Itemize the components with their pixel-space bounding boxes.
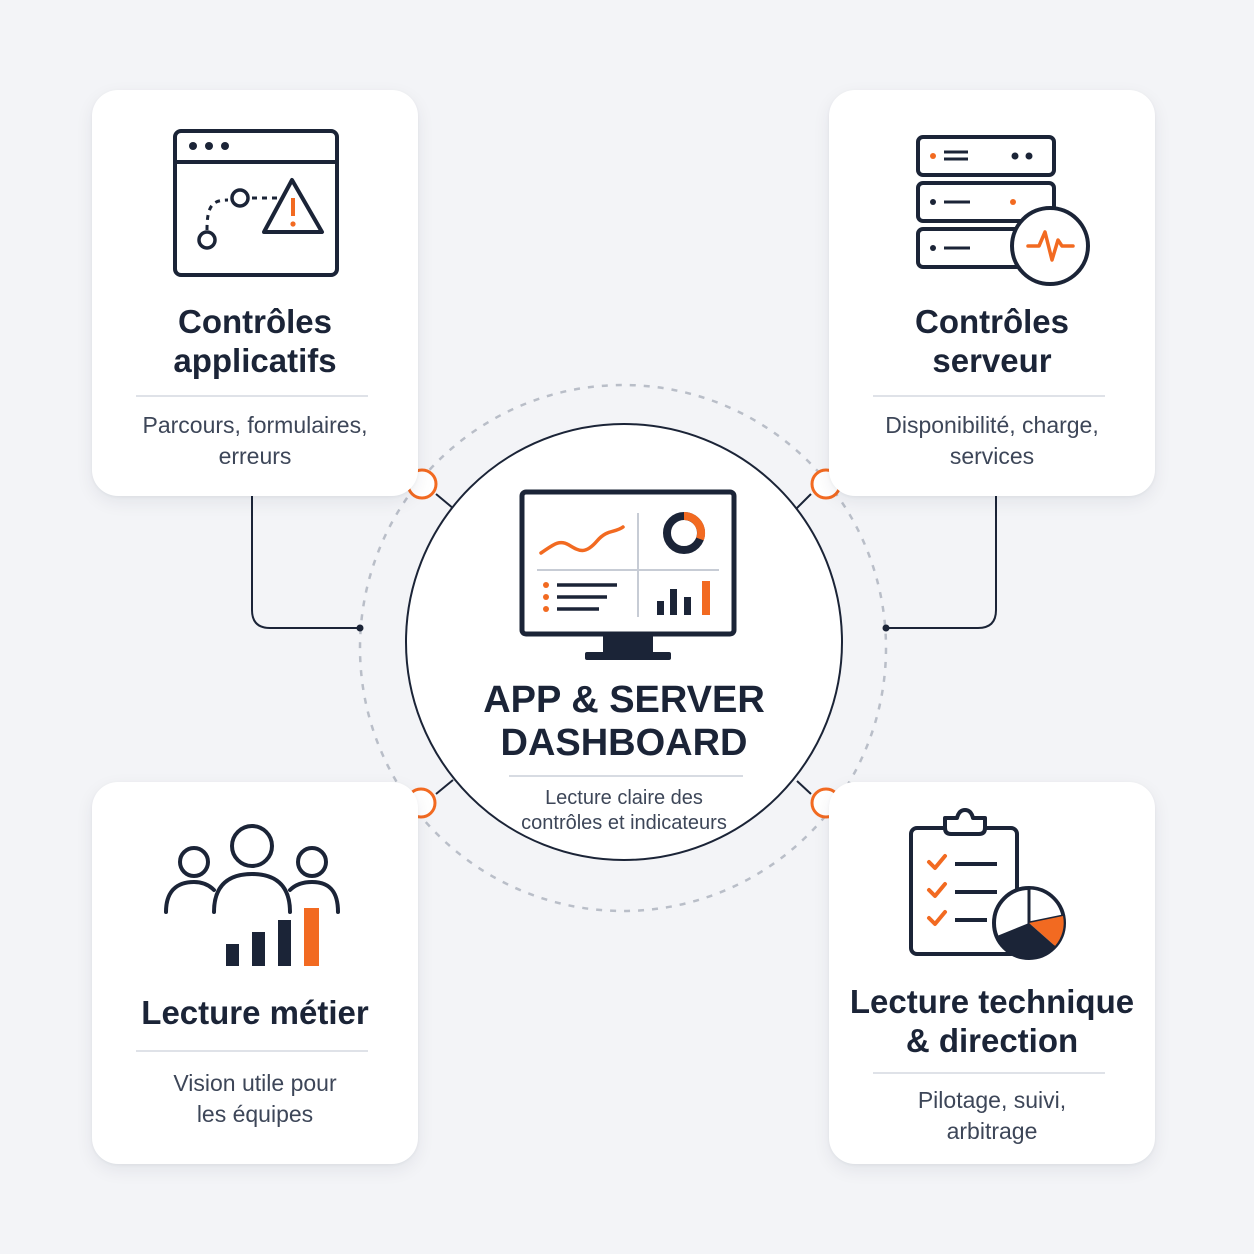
- card-server-title-line2: serveur: [932, 342, 1052, 379]
- card-server-title-line1: Contrôles: [914, 303, 1069, 340]
- card-technical-title-line2: & direction: [905, 1022, 1079, 1059]
- spoke-bottom-left: [435, 779, 454, 795]
- card-server-description: Disponibilité, charge, services: [849, 410, 1135, 472]
- hub-title: APP & SERVER DASHBOARD: [407, 679, 841, 765]
- hub-desc-line2: contrôles et indicateurs: [521, 812, 727, 834]
- card-app-title-line1: Contrôles: [177, 303, 332, 340]
- card-app-title: Contrôles applicatifs: [92, 302, 418, 380]
- connector-server-dot: [882, 624, 890, 632]
- card-technical-description: Pilotage, suivi, arbitrage: [849, 1085, 1135, 1147]
- spoke-top-right: [795, 493, 812, 510]
- orbit-ring: [358, 383, 888, 913]
- connector-server: [886, 496, 997, 629]
- card-business-desc-line1: Vision utile pour: [173, 1070, 337, 1096]
- card-technical-title: Lecture technique & direction: [829, 982, 1155, 1060]
- card-technical-title-line1: Lecture technique: [849, 983, 1135, 1020]
- card-server-desc-line1: Disponibilité, charge,: [885, 412, 1099, 438]
- card-technical-desc-line1: Pilotage, suivi,: [917, 1087, 1067, 1113]
- card-server-divider: [873, 395, 1105, 397]
- server-pulse-icon: [916, 135, 1090, 286]
- card-technical-divider: [873, 1072, 1105, 1074]
- checklist-pie-icon: [909, 808, 1066, 960]
- card-business-title-line1: Lecture métier: [141, 994, 369, 1031]
- card-business-divider: [136, 1050, 368, 1052]
- hub-divider: [509, 775, 743, 777]
- browser-warning-icon: [173, 129, 339, 277]
- hub-title-line2: DASHBOARD: [500, 722, 748, 764]
- connector-app: [251, 496, 360, 629]
- hub-description: Lecture claire des contrôles et indicate…: [467, 786, 781, 836]
- team-growth-icon: [164, 824, 340, 966]
- card-server-desc-line2: services: [949, 443, 1035, 469]
- dashboard-hub: APP & SERVER DASHBOARD Lecture claire de…: [405, 423, 843, 861]
- card-app-title-line2: applicatifs: [173, 342, 337, 379]
- card-app-description: Parcours, formulaires, erreurs: [112, 410, 398, 472]
- card-app-desc-line1: Parcours, formulaires,: [142, 412, 368, 438]
- card-business-description: Vision utile pour les équipes: [112, 1068, 398, 1130]
- card-app-controls: Contrôles applicatifs Parcours, formulai…: [92, 90, 418, 496]
- connector-app-dot: [356, 624, 364, 632]
- card-app-divider: [136, 395, 368, 397]
- card-server-controls: Contrôles serveur Disponibilité, charge,…: [829, 90, 1155, 496]
- hub-title-line1: APP & SERVER: [483, 679, 765, 721]
- card-business-title: Lecture métier: [92, 993, 418, 1032]
- card-app-desc-line2: erreurs: [218, 443, 292, 469]
- spoke-bottom-right: [796, 780, 812, 795]
- card-technical-desc-line2: arbitrage: [946, 1118, 1038, 1144]
- card-technical-reading: Lecture technique & direction Pilotage, …: [829, 782, 1155, 1164]
- hub-desc-line1: Lecture claire des: [545, 787, 703, 809]
- card-business-desc-line2: les équipes: [196, 1101, 314, 1127]
- dashboard-monitor-icon: [519, 489, 737, 660]
- card-server-title: Contrôles serveur: [829, 302, 1155, 380]
- card-business-reading: Lecture métier Vision utile pour les équ…: [92, 782, 418, 1164]
